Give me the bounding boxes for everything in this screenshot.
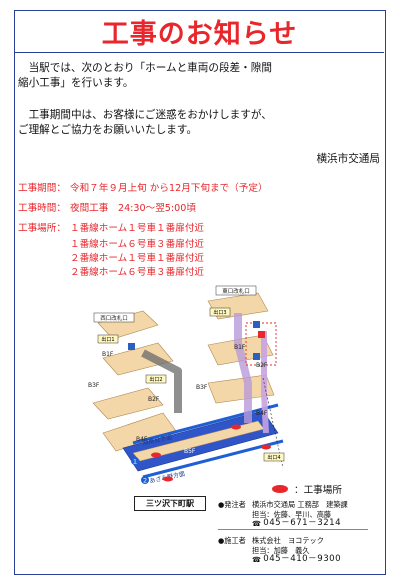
contact-staff: 加藤 義久: [273, 545, 310, 555]
period-value: 令和７年９月上旬 から12月下旬まで（予定）: [70, 183, 268, 194]
location-item: １番線ホーム１号車１番扉付近: [70, 223, 205, 234]
intro-line-2: 縮小工事」を行います。: [18, 77, 134, 89]
floor-label-b3f: B3F: [88, 382, 100, 389]
apology-paragraph: 工事期間中は、お客様にご迷惑をおかけしますが、 ご理解とご協力をお願いいたします…: [18, 108, 358, 138]
contact-divider: [218, 529, 368, 530]
exit-label-4: 出口4: [267, 454, 280, 461]
legend-text: ：工事場所: [294, 485, 342, 496]
floor-label-b3f: B3F: [196, 384, 208, 391]
orderer-contact: ●発注者横浜市交通局 工務部 建築課 担当：佐藤、早川、高藤 ☎ 045－671…: [218, 500, 378, 529]
floor-label-b4f: B4F: [136, 436, 148, 443]
track-2-number: ２: [142, 478, 148, 485]
notice-frame: 工事のお知らせ: [14, 10, 386, 575]
contractor-contact: ●施工者株式会社 ヨコテック 担当：加藤 義久 ☎ 045－410－9300: [218, 536, 378, 565]
exit-label-east: 東口改札口: [222, 287, 250, 295]
station-diagram: 西口改札口 東口改札口 出口1 出口2 出口3 出口4 B1F B1F B2F …: [88, 285, 285, 485]
legend: ：工事場所: [272, 482, 342, 496]
floor-label-b5f: B5F: [208, 466, 220, 473]
contact-org: 横浜市交通局 工務部 建築課: [252, 500, 348, 509]
period-label: 工事期間：: [18, 183, 66, 194]
time-row: 工事時間： 夜間工事 24:30～翌5:00頃: [18, 202, 196, 216]
intro-paragraph: 当駅では、次のとおり「ホームと車両の段差・隙間 縮小工事」を行います。: [18, 61, 358, 91]
construction-spot: [163, 476, 173, 482]
time-value: 夜間工事 24:30～翌5:00頃: [70, 203, 196, 214]
location-label: 工事場所：: [18, 223, 66, 234]
time-label: 工事時間：: [18, 203, 66, 214]
intro-line-1: 当駅では、次のとおり「ホームと車両の段差・隙間: [28, 62, 272, 74]
floor-label-b2f: B2F: [256, 362, 268, 369]
contact-staff-label: 担当：: [252, 509, 274, 519]
floor-label-b5f: B5F: [184, 448, 196, 455]
contact-phone: 045－410－9300: [263, 554, 342, 565]
contact-mark: ●発注者: [218, 500, 246, 509]
floor-label-b2f: B2F: [148, 396, 160, 403]
construction-spot: [151, 452, 161, 458]
phone-icon: ☎: [252, 555, 261, 565]
floor-label-b1f: B1F: [234, 344, 246, 351]
title-box: 工事のお知らせ: [15, 11, 384, 53]
exit-label-west: 西口改札口: [100, 314, 128, 322]
contact-phone: 045－671－3214: [263, 518, 342, 529]
floor-label-b1f: B1F: [102, 351, 114, 358]
contact-staff: 佐藤、早川、高藤: [273, 509, 332, 519]
contact-org: 株式会社 ヨコテック: [252, 536, 324, 545]
construction-spot: [231, 424, 241, 430]
contact-staff-label: 担当：: [252, 545, 274, 555]
track-1-number: １: [132, 459, 138, 466]
phone-icon: ☎: [252, 519, 261, 529]
exit-label-2: 出口2: [149, 376, 162, 383]
exit-label-3: 出口3: [213, 309, 226, 316]
track-1-line: [132, 403, 279, 445]
apology-line-1: 工事期間中は、お客様にご迷惑をおかけしますが、: [28, 109, 272, 121]
floor-label-b4f: B4F: [256, 410, 268, 417]
construction-marker-icon: [272, 485, 288, 493]
station-name: 三ツ沢下町駅: [134, 496, 206, 511]
construction-spot: [261, 444, 271, 450]
apology-line-2: ご理解とご協力をお願いいたします。: [18, 124, 198, 136]
track-2-line: [142, 439, 284, 479]
elevator-icon: [128, 321, 260, 360]
contact-mark: ●施工者: [218, 536, 246, 545]
period-row: 工事期間： 令和７年９月上旬 から12月下旬まで（予定）: [18, 182, 268, 196]
location-item: ２番線ホーム１号車１番扉付近: [70, 253, 205, 264]
notice-title: 工事のお知らせ: [101, 19, 298, 50]
location-item: ２番線ホーム６号車３番扉付近: [70, 267, 205, 278]
location-item: １番線ホーム６号車３番扉付近: [70, 239, 205, 250]
exit-label-1: 出口1: [101, 336, 114, 343]
issuer: 横浜市交通局: [316, 153, 380, 165]
toilet-icon: [258, 331, 265, 338]
location-row: 工事場所： １番線ホーム１号車１番扉付近: [18, 222, 204, 236]
